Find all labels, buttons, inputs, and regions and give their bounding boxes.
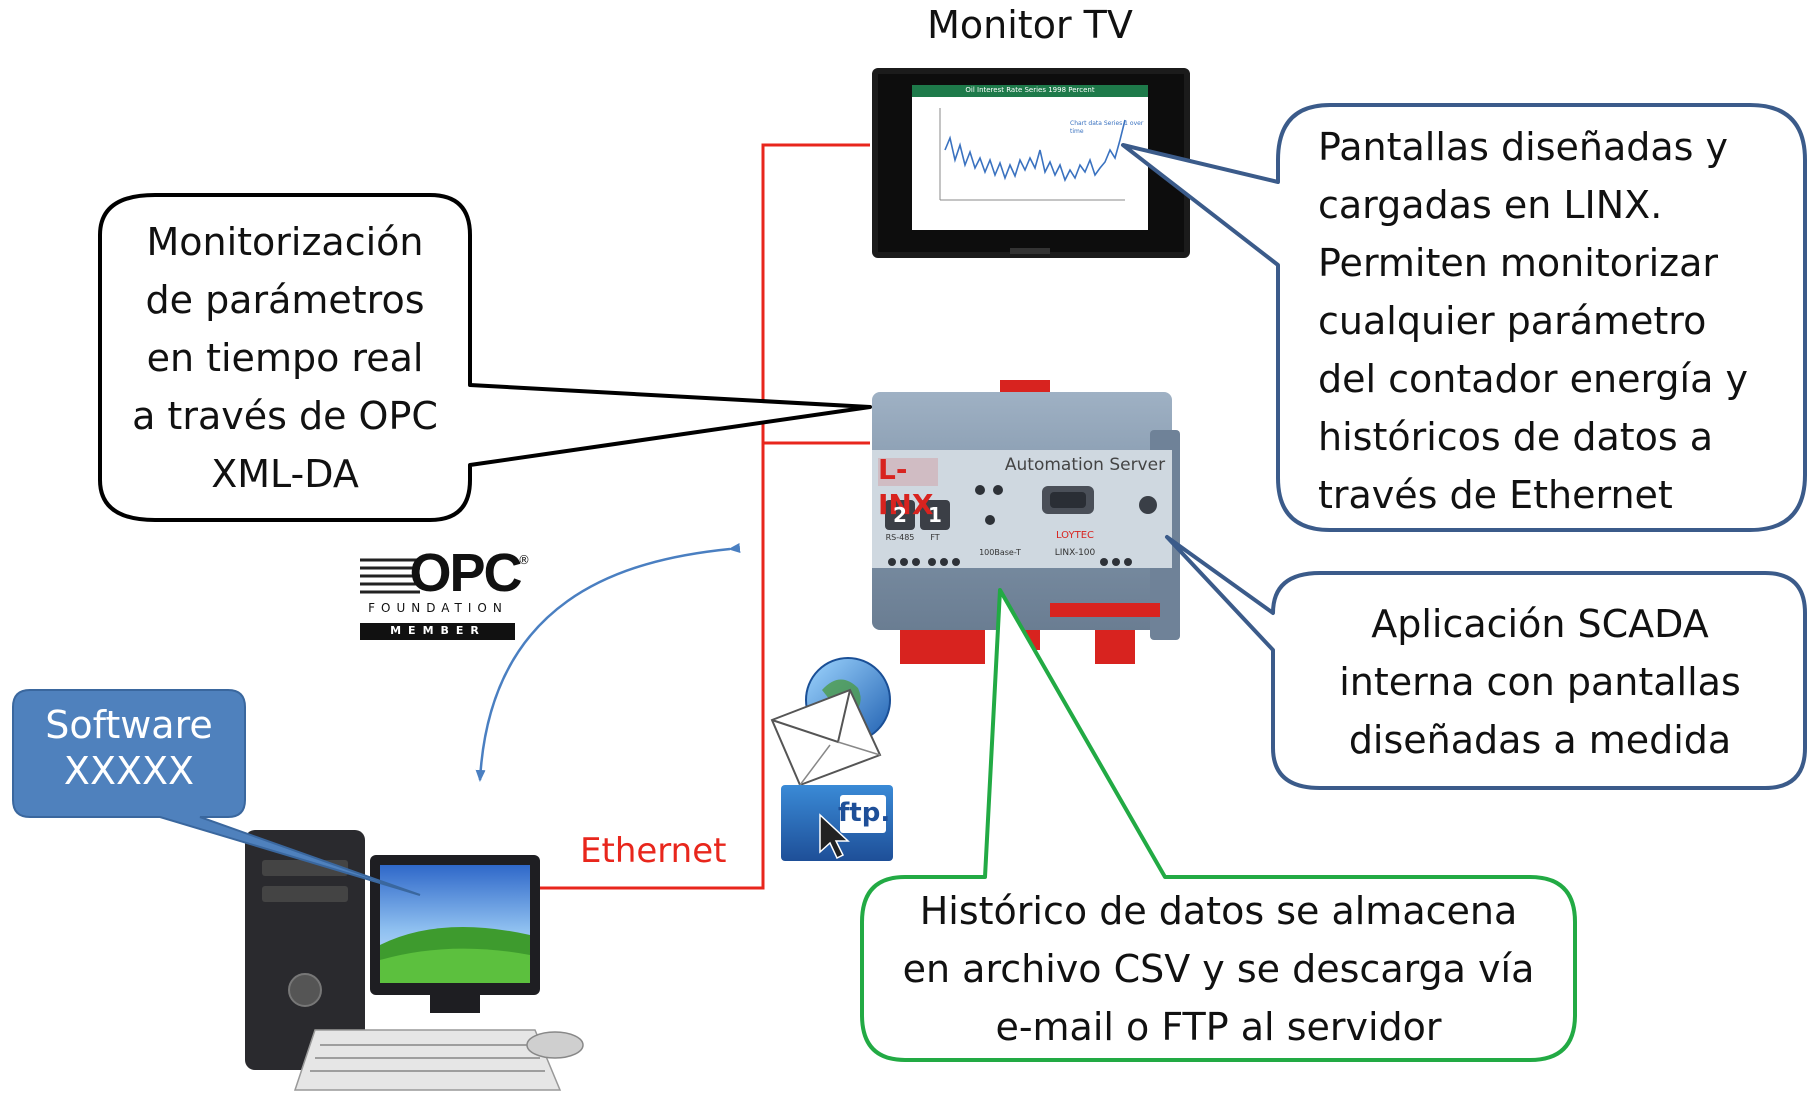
- ethernet-wiring: [532, 143, 870, 890]
- linx-maker: LOYTEC: [1055, 530, 1095, 541]
- callout-history-text: Histórico de datos se almacena en archiv…: [902, 889, 1535, 1049]
- opc-foundation-logo: [360, 555, 520, 640]
- opc-logo-member: MEMBER: [390, 624, 486, 637]
- software-callout-bubble: [12, 689, 421, 896]
- monitor-legend-text: Chart data Series 1 over time: [1070, 120, 1144, 135]
- ftp-label: ftp.: [838, 798, 891, 828]
- software-callout-text: Software XXXXX: [45, 703, 213, 793]
- linx-subtitle: Automation Server: [1004, 455, 1166, 475]
- monitor-tv: [872, 68, 1190, 258]
- linx-model: LINX-100: [1054, 548, 1096, 558]
- callout-screens-bubble: [1121, 103, 1807, 532]
- port-number-2: 2: [893, 503, 907, 527]
- callout-scada-text: Aplicación SCADA interna con pantallas d…: [1339, 602, 1741, 762]
- ftp-icon: [781, 785, 893, 861]
- opc-logo-foundation: FOUNDATION: [368, 601, 508, 615]
- callout-screens-text: Pantallas diseñadas y cargadas en LINX. …: [1318, 125, 1748, 517]
- port-label-rs485: RS-485: [885, 533, 915, 542]
- monitor-chart-line: [944, 119, 1126, 183]
- opc-logo-letters: OPC: [409, 543, 522, 603]
- email-globe-icon: [770, 657, 891, 787]
- desktop-computer: [245, 830, 584, 1091]
- port-label-100baset: 100Base-T: [979, 548, 1021, 557]
- monitor-chart-title: Oil Interest Rate Series 1998 Percent: [965, 86, 1095, 94]
- callout-scada-bubble: [1165, 535, 1807, 790]
- callout-opc-bubble: [98, 193, 872, 522]
- callout-history-bubble: [860, 588, 1577, 1062]
- linx-device: [872, 380, 1180, 664]
- opc-logo-registered: ®: [518, 553, 530, 567]
- monitor-label: Monitor TV: [927, 3, 1133, 47]
- opc-communication-arrow: [475, 543, 741, 782]
- ethernet-label: Ethernet: [580, 831, 727, 871]
- linx-brand: L-INX: [878, 453, 934, 521]
- port-number-1: 1: [928, 503, 942, 527]
- callout-opc-text: Monitorización de parámetros en tiempo r…: [132, 220, 438, 496]
- port-label-ft: FT: [930, 533, 940, 542]
